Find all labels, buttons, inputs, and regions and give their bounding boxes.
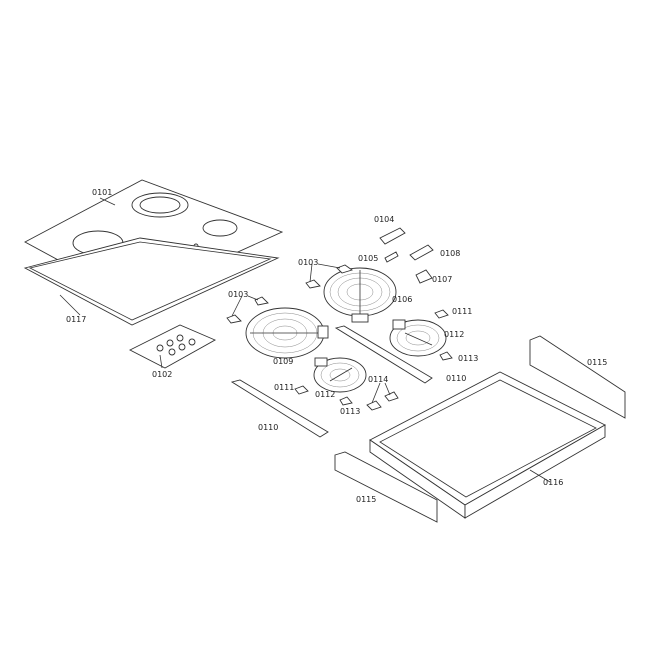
label-0108: 0108: [440, 249, 460, 258]
panel-front[interactable]: [334, 451, 438, 523]
clip-0103-b1[interactable]: [254, 296, 269, 306]
burner-small-left[interactable]: [313, 357, 367, 393]
label-0111-left: 0111: [274, 383, 294, 392]
burner-small-right[interactable]: [389, 319, 447, 357]
clip-0113-left[interactable]: [339, 396, 353, 406]
control-panel[interactable]: [129, 324, 217, 369]
clip-0113-right[interactable]: [439, 351, 453, 361]
gasket-frame[interactable]: [23, 237, 280, 326]
label-0110-left: 0110: [258, 423, 278, 432]
label-0113-right: 0113: [458, 354, 478, 363]
panel-right[interactable]: [529, 335, 626, 419]
connector-0105[interactable]: [384, 251, 399, 263]
label-0114: 0114: [368, 375, 388, 384]
label-0117: 0117: [66, 315, 86, 324]
clip-0103-b2[interactable]: [226, 314, 242, 324]
label-0116: 0116: [543, 478, 563, 487]
clip-0111-right[interactable]: [434, 309, 449, 319]
label-0115-front: 0115: [356, 495, 376, 504]
label-0109: 0109: [273, 357, 293, 366]
label-0113-left: 0113: [340, 407, 360, 416]
switch-0107[interactable]: [415, 269, 433, 284]
small-parts[interactable]: [226, 227, 453, 411]
clip-0111-left[interactable]: [294, 385, 309, 395]
label-0106: 0106: [392, 295, 412, 304]
label-0115-right: 0115: [587, 358, 607, 367]
burner-large-rear[interactable]: [323, 267, 397, 323]
burner-large-front[interactable]: [245, 307, 329, 359]
rail-left[interactable]: [230, 379, 329, 438]
wiring-0114-b[interactable]: [384, 391, 399, 402]
bracket-0108[interactable]: [409, 244, 434, 261]
label-0107: 0107: [432, 275, 452, 284]
clip-0103-a2[interactable]: [305, 279, 321, 289]
label-0103-a: 0103: [298, 258, 318, 267]
label-0102: 0102: [152, 370, 172, 379]
clip-0103-a1[interactable]: [336, 264, 354, 274]
label-0112-left: 0112: [315, 390, 335, 399]
label-0111-right: 0111: [452, 307, 472, 316]
label-0104: 0104: [374, 215, 394, 224]
label-0112-right: 0112: [444, 330, 464, 339]
label-0101: 0101: [92, 188, 112, 197]
label-0105: 0105: [358, 254, 378, 263]
wiring-0114[interactable]: [366, 400, 382, 411]
rail-right[interactable]: [334, 325, 433, 384]
tray[interactable]: [369, 371, 606, 519]
part-labels: 0101 0117 0102 0103 0103 0104 0105 0106 …: [66, 188, 607, 504]
label-0103-b: 0103: [228, 290, 248, 299]
bracket-0104[interactable]: [379, 227, 406, 245]
leader-lines: [59, 197, 551, 483]
label-0110-right: 0110: [446, 374, 466, 383]
